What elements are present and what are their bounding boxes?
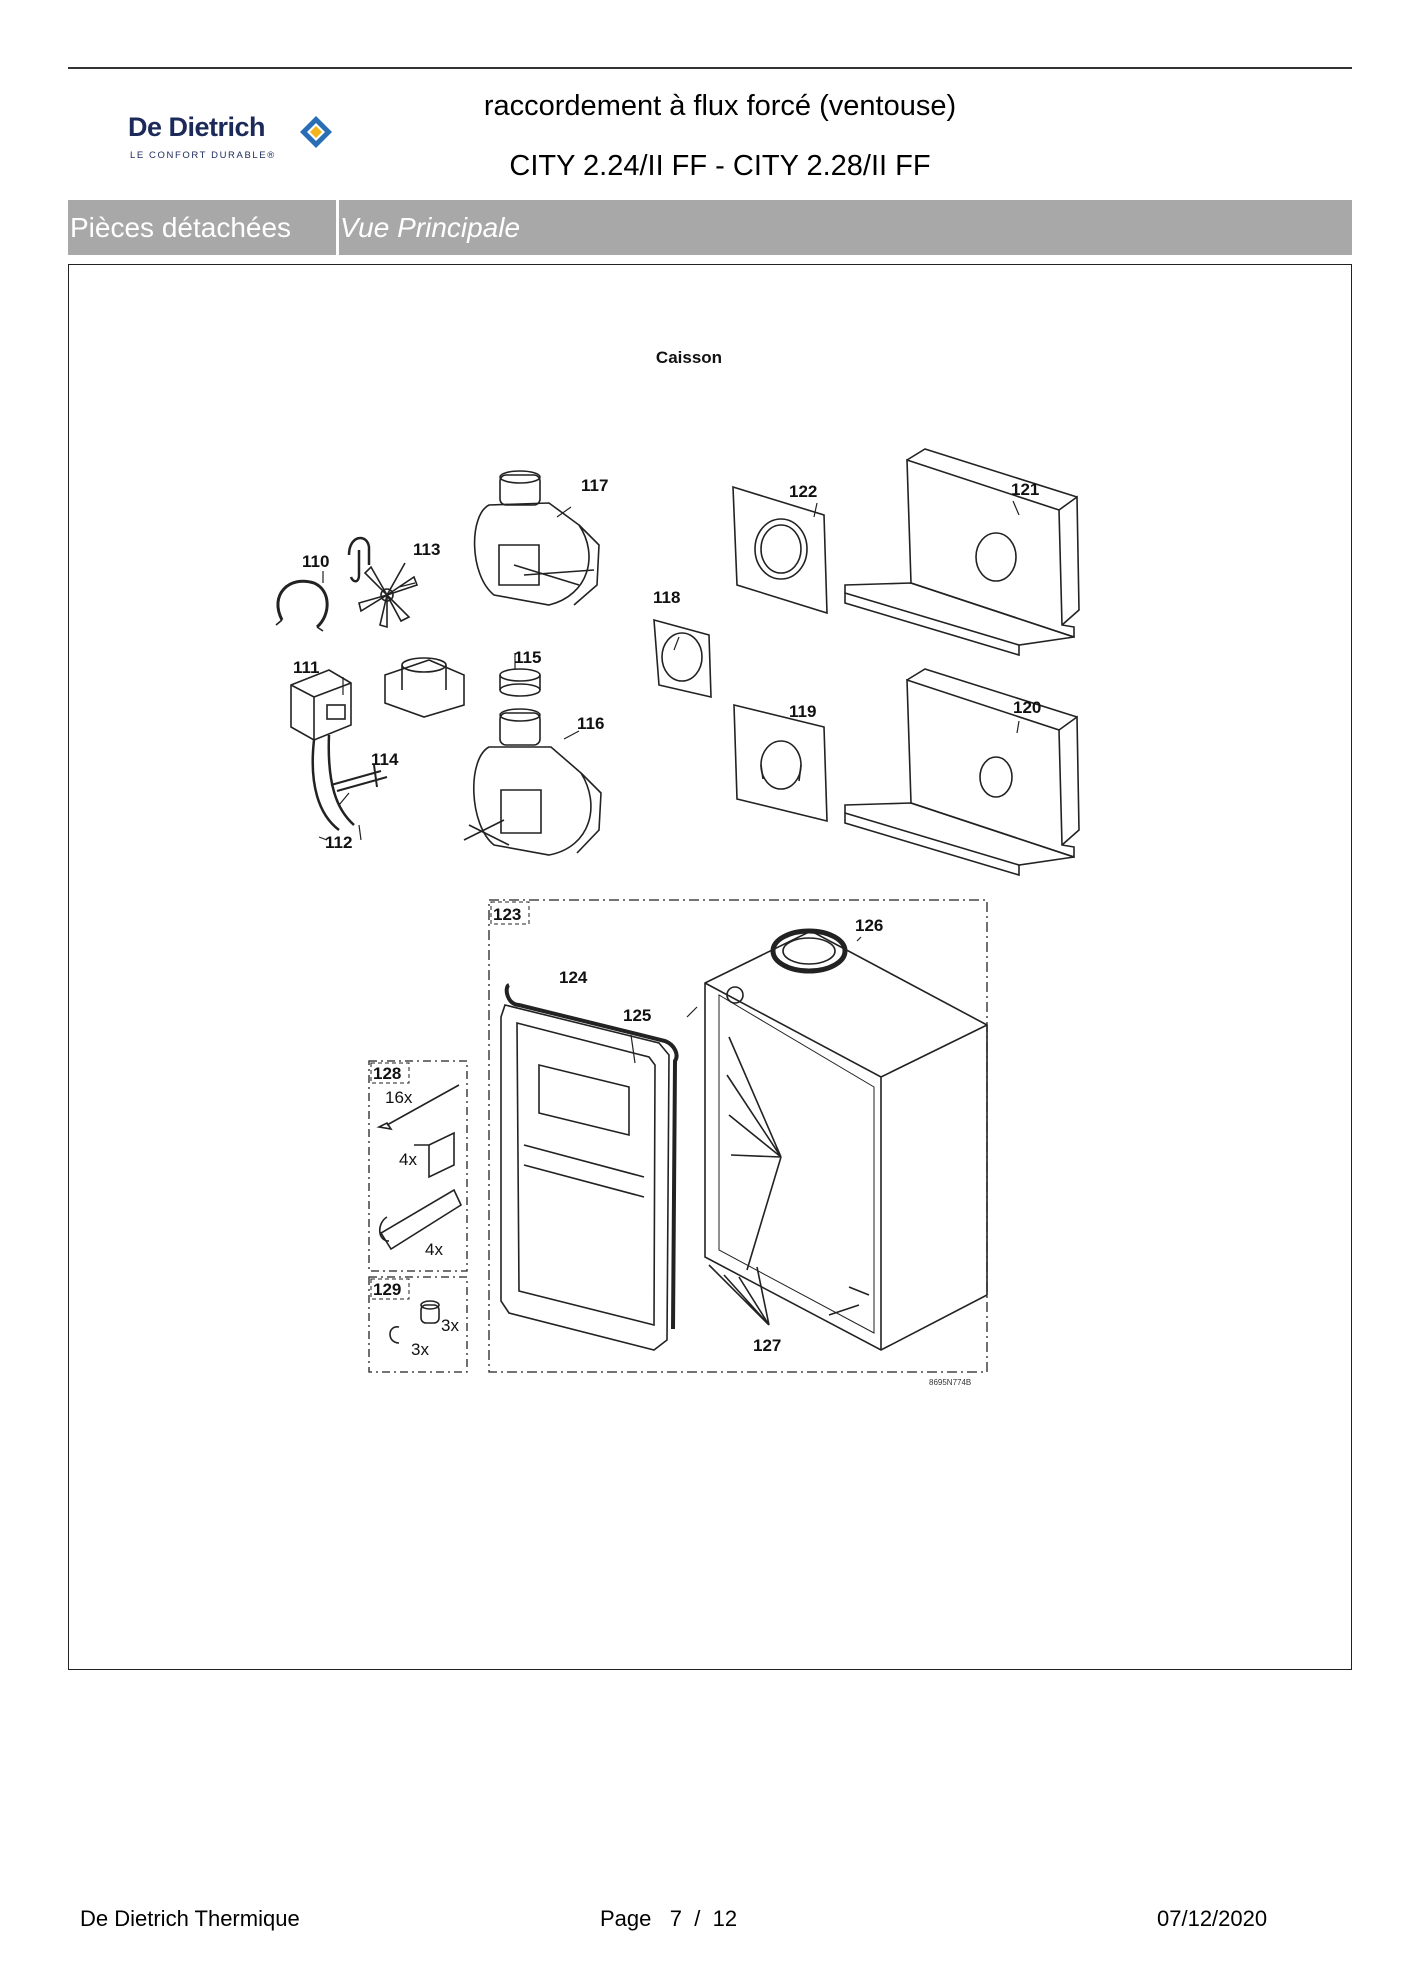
callout-117: 117 bbox=[581, 476, 608, 495]
callout-116: 116 bbox=[577, 714, 604, 733]
brand-tagline: LE CONFORT DURABLE® bbox=[130, 150, 276, 161]
qty-4x-latch: 4x bbox=[425, 1240, 443, 1259]
brand-logo: De Dietrich LE CONFORT DURABLE® bbox=[128, 108, 368, 168]
section-bar: Pièces détachées Vue Principale bbox=[68, 200, 1352, 255]
part-124-seal bbox=[504, 983, 679, 1330]
callout-122: 122 bbox=[789, 482, 817, 501]
callout-123: 123 bbox=[493, 905, 521, 924]
part-125-front-panel bbox=[500, 1004, 670, 1351]
part-128-bracket bbox=[414, 1131, 455, 1179]
part-120-housing bbox=[844, 668, 1080, 877]
callout-111: 111 bbox=[293, 658, 320, 677]
part-casing bbox=[704, 928, 988, 1351]
part-118-gasket bbox=[653, 618, 712, 699]
part-119-plate bbox=[733, 703, 828, 823]
qty-3x-clip: 3x bbox=[411, 1340, 429, 1359]
diamond-logo-icon bbox=[300, 116, 332, 148]
callout-118: 118 bbox=[653, 588, 680, 607]
qty-16x: 16x bbox=[385, 1088, 413, 1107]
leader-lines bbox=[318, 500, 1020, 1064]
part-116-fan bbox=[463, 708, 602, 856]
part-128-screw bbox=[376, 1084, 460, 1131]
part-121-housing bbox=[844, 448, 1080, 657]
qty-3x-fitting: 3x bbox=[441, 1316, 459, 1335]
callout-114: 114 bbox=[371, 750, 399, 769]
callout-120: 120 bbox=[1013, 698, 1041, 717]
diagram-caption: Caisson bbox=[656, 348, 722, 367]
document-title: raccordement à flux forcé (ventouse) bbox=[483, 90, 957, 122]
exploded-parts-diagram: Caisson bbox=[275, 348, 1080, 1387]
section-view: Vue Principale bbox=[340, 212, 521, 243]
footer-date: 07/12/2020 bbox=[1157, 1906, 1268, 1931]
group-129-tag bbox=[370, 1278, 410, 1300]
callout-124: 124 bbox=[559, 968, 588, 987]
document-subtitle: CITY 2.24/II FF - CITY 2.28/II FF bbox=[509, 150, 931, 182]
part-117-fan bbox=[473, 470, 600, 606]
callout-113: 113 bbox=[413, 540, 440, 559]
part-113-impeller bbox=[358, 562, 419, 629]
part-112-tubes bbox=[311, 734, 355, 831]
callout-125: 125 bbox=[623, 1006, 651, 1025]
qty-4x-bracket: 4x bbox=[399, 1150, 417, 1169]
top-rule bbox=[68, 67, 1352, 69]
callout-126: 126 bbox=[855, 916, 883, 935]
callout-110: 110 bbox=[302, 552, 329, 571]
section-divider bbox=[336, 200, 339, 255]
group-128-box bbox=[368, 1060, 468, 1272]
footer-company: De Dietrich Thermique bbox=[80, 1906, 300, 1931]
part-128-latch bbox=[378, 1188, 463, 1251]
part-122-plate bbox=[732, 485, 828, 615]
part-129-fittings bbox=[389, 1300, 440, 1344]
part-110-clip bbox=[275, 579, 329, 632]
group-129-box bbox=[368, 1276, 468, 1373]
callout-115: 115 bbox=[514, 648, 541, 667]
part-hose-hook bbox=[347, 536, 371, 583]
page-total: 12 bbox=[712, 1906, 738, 1931]
callout-129: 129 bbox=[373, 1280, 401, 1299]
group-128-tag bbox=[370, 1062, 410, 1084]
part-air-adapter bbox=[384, 657, 465, 718]
callout-112: 112 bbox=[325, 833, 352, 852]
footer-pagination: Page 7 / 12 bbox=[600, 1906, 737, 1932]
group-123-tag bbox=[490, 901, 530, 925]
callout-121: 121 bbox=[1011, 480, 1039, 499]
callout-128: 128 bbox=[373, 1064, 401, 1083]
page-label: Page bbox=[600, 1906, 652, 1931]
page-separator: / bbox=[694, 1906, 701, 1931]
part-115-ring bbox=[499, 668, 541, 697]
part-111-pressure-switch bbox=[290, 669, 352, 741]
section-category: Pièces détachées bbox=[70, 212, 292, 243]
callout-127: 127 bbox=[753, 1336, 781, 1355]
brand-name: De Dietrich bbox=[128, 112, 266, 142]
callout-119: 119 bbox=[789, 702, 816, 721]
page-current: 7 bbox=[669, 1906, 682, 1931]
diagram-frame: Caisson bbox=[68, 264, 1352, 1670]
diagram-reference: 8695N774B bbox=[929, 1378, 971, 1387]
part-114-sensor bbox=[330, 764, 388, 792]
